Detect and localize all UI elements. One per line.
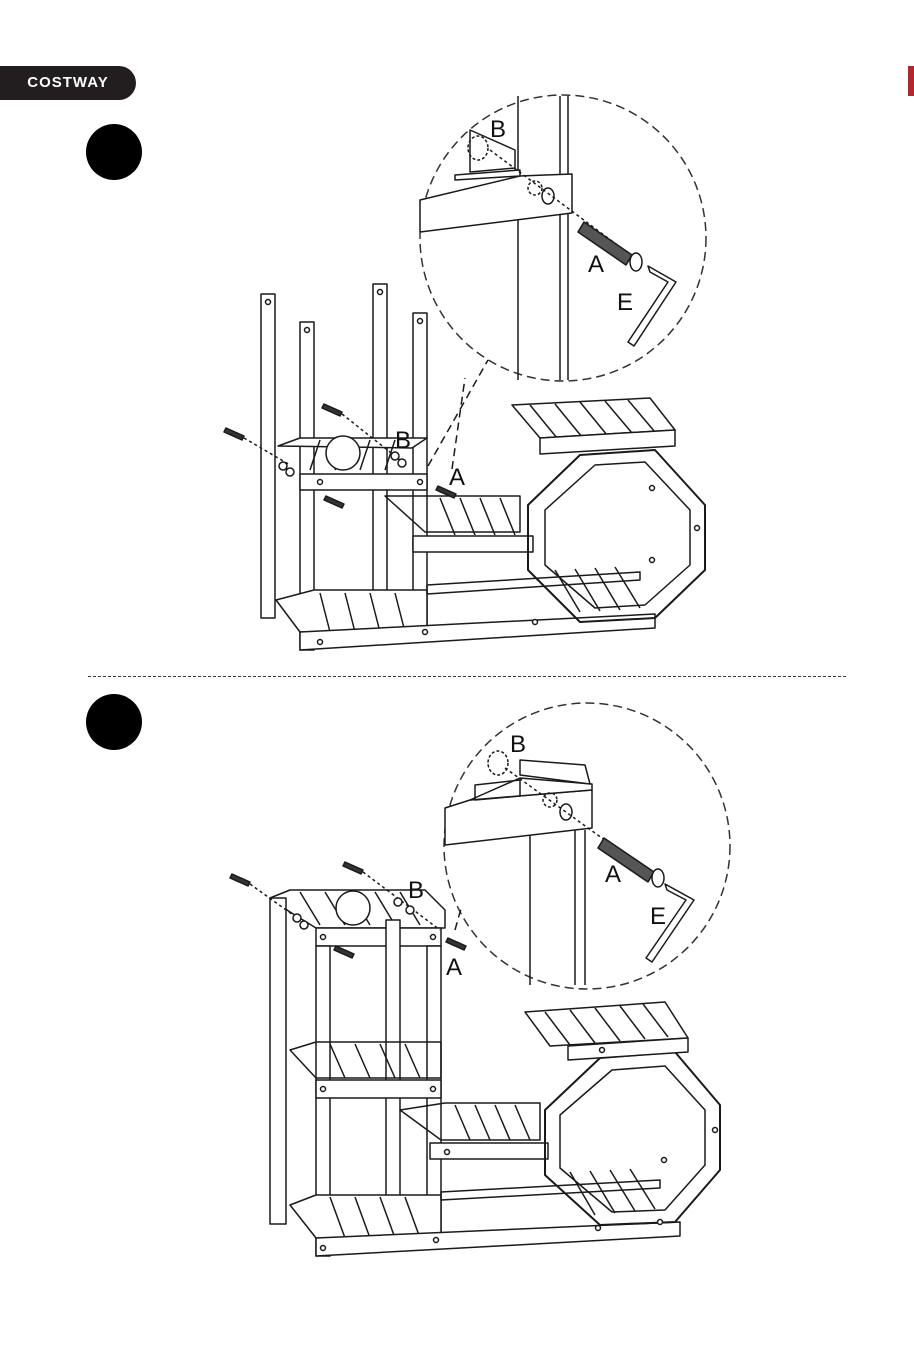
step-2-zoom-callout <box>444 703 730 989</box>
step-2-callout-label-a: A <box>605 861 621 888</box>
step-2-callout-label-b: B <box>510 731 526 758</box>
step-2-label-b: B <box>408 877 424 904</box>
step-2-callout-label-e: E <box>650 903 666 930</box>
step-2-label-a: A <box>446 954 462 981</box>
